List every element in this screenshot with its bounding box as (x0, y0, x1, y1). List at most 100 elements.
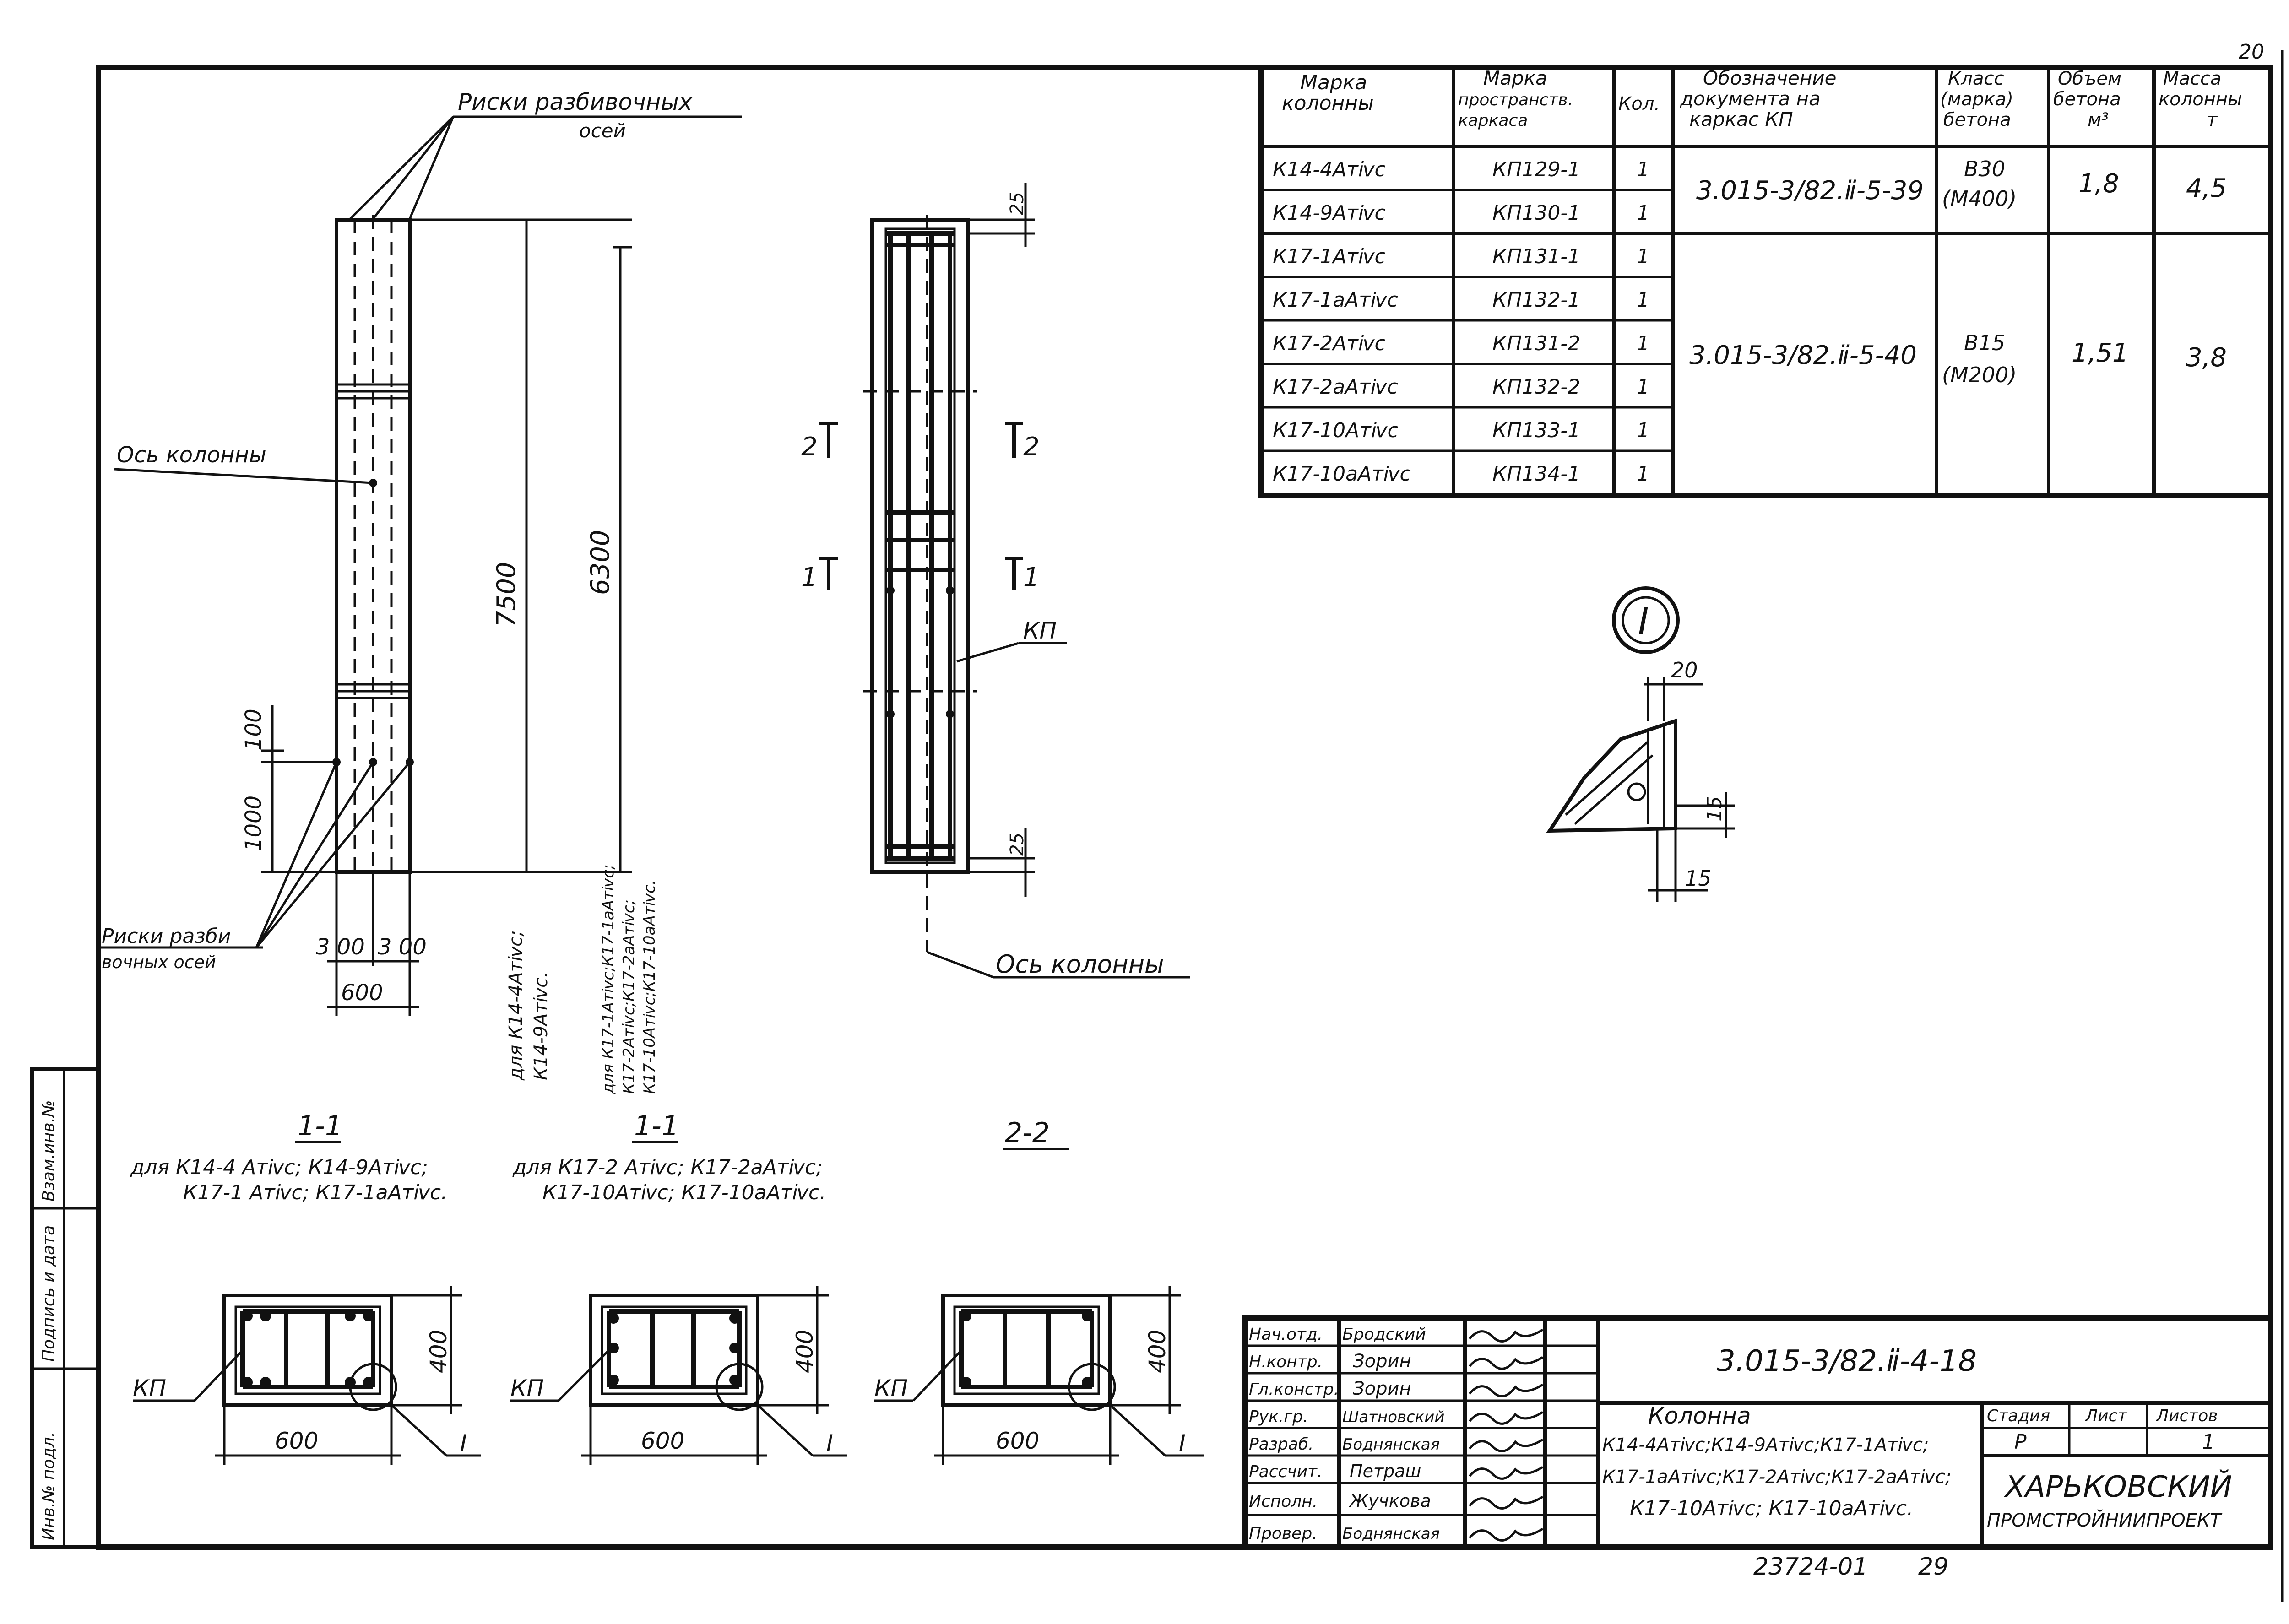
footer-page: 29 (1918, 1553, 1948, 1581)
th-doc-2: документа на (1680, 87, 1821, 110)
row-qty: 1 (1637, 332, 1649, 355)
tb-role: Рук.гр. (1249, 1407, 1308, 1426)
dim-1000: 1000 (241, 796, 266, 851)
marks-bottom-label-2: вочных осей (102, 952, 216, 972)
section3-h: 400 (1144, 1330, 1171, 1373)
tb-org-2: ПРОМСТРОЙНИИПРОЕКТ (1987, 1509, 2223, 1531)
tb-stage: Р (2014, 1430, 2027, 1454)
detail-dim-15-bottom: 15 (1685, 866, 1712, 891)
row-mark: К17-1аАтⅳс (1273, 288, 1398, 312)
row-qty: 1 (1637, 158, 1649, 181)
row-qty: 1 (1637, 245, 1649, 268)
dim-600: 600 (341, 980, 383, 1006)
th-class-1: Класс (1948, 68, 2004, 89)
row-mark: К17-10Атⅳс (1273, 419, 1399, 442)
section-1: КП 400 600 I (133, 1286, 481, 1465)
cage-view: 25 25 2 2 1 1 КП Ось колонны (801, 183, 1190, 979)
dim-300-left: 3 00 (316, 934, 365, 960)
sheet-frame (96, 65, 2273, 1550)
dim-25-top: 25 (1007, 192, 1028, 215)
th-class-2: (марка) (1940, 89, 2013, 110)
group2-doc: 3.015-3/82.ⅱ-5-40 (1689, 341, 1917, 370)
section1-h: 400 (425, 1330, 452, 1373)
th-doc-1: Обозначение (1703, 67, 1836, 89)
marks-top-label-1: Риски разбивочных (458, 89, 693, 115)
title-block: Нач.отд. Н.контр. Гл.констр. Рук.гр. Раз… (1242, 1315, 2273, 1550)
tb-name-4: К17-10Атⅳс; К17-10аАтⅳс. (1630, 1497, 1913, 1520)
th-volume-2: бетона (2053, 89, 2121, 110)
row-kp: КП130-1 (1492, 201, 1580, 225)
row-kp: КП132-2 (1492, 375, 1580, 399)
tb-name-3: К17-1аАтⅳс;К17-2Атⅳс;К17-2аАтⅳс; (1602, 1467, 1951, 1488)
tb-stage-label: Стадия (1987, 1407, 2050, 1425)
detail-marker (1612, 586, 1680, 654)
marks-top-label-2: осей (579, 119, 626, 142)
cut2-right: 2 (1023, 432, 1040, 462)
th-mark-2: колонны (1282, 92, 1374, 115)
cage-axis-label: Ось колонны (996, 950, 1164, 979)
th-mark-1: Марка (1300, 71, 1367, 94)
tb-sheets: 1 (2202, 1430, 2215, 1454)
detail-dim-20: 20 (1671, 658, 1698, 682)
section1-caption-2: К17-1 Атⅳс; К17-1аАтⅳс. (183, 1181, 447, 1204)
side-stamp-inv: Инв.№ подл. (39, 1432, 58, 1540)
tb-name: Зорин (1353, 1378, 1411, 1399)
tb-role: Гл.констр. (1249, 1380, 1339, 1399)
tb-name: Жучкова (1349, 1491, 1431, 1511)
cage-kp-label: КП (1023, 617, 1057, 644)
th-class-3: бетона (1943, 109, 2011, 130)
tb-role: Разраб. (1249, 1435, 1313, 1454)
tb-role: Исполн. (1249, 1492, 1318, 1511)
row-kp: КП134-1 (1492, 462, 1580, 486)
section-titles: 1-1 для К14-4 Атⅳс; К14-9Атⅳс; К17-1 Атⅳ… (130, 1110, 1069, 1204)
tb-name: Петраш (1350, 1461, 1421, 1481)
tb-name-2: К14-4Атⅳс;К14-9Атⅳс;К17-1Атⅳс; (1602, 1435, 1929, 1456)
detail-marker-label: I (1638, 600, 1649, 643)
section2-caption-2: К17-10Атⅳс; К17-10аАтⅳс. (542, 1181, 826, 1204)
section1-marker: I (460, 1430, 467, 1456)
axis-label: Ось колонны (117, 442, 266, 468)
dim-7500: 7500 (492, 562, 521, 627)
tb-name: Шатновский (1342, 1408, 1445, 1426)
tb-name: Бродский (1342, 1325, 1426, 1344)
row-mark: К14-9Атⅳс (1273, 201, 1386, 225)
marks-bottom-label-1: Риски разби (102, 925, 231, 948)
th-mass-1: Масса (2163, 68, 2222, 89)
th-volume-1: Объем (2058, 68, 2121, 89)
tb-name: Боднянская (1342, 1435, 1440, 1454)
corner-number: 20 (2239, 40, 2264, 64)
dim-25-bottom: 25 (1007, 833, 1028, 856)
group2-class-1: В15 (1964, 330, 2005, 355)
row-mark: К17-10аАтⅳс (1273, 462, 1411, 486)
section3-title: 2-2 (1005, 1117, 1050, 1149)
section2-h: 400 (792, 1330, 818, 1373)
group1-volume: 1,8 (2078, 169, 2119, 199)
group2-volume: 1,51 (2072, 338, 2129, 368)
side-stamp-replace: Взам.инв.№ (39, 1100, 58, 1202)
section2-w: 600 (641, 1428, 684, 1454)
row-kp: КП133-1 (1492, 419, 1580, 442)
section-3: КП 400 600 I (874, 1286, 1204, 1465)
group1-class-2: (М400) (1942, 186, 2017, 211)
note-6300-b: К17-2Атⅳс;К17-2аАтⅳс; (620, 899, 638, 1094)
tb-role: Провер. (1249, 1524, 1318, 1543)
row-mark: К17-1Атⅳс (1273, 245, 1386, 268)
row-qty: 1 (1637, 201, 1649, 225)
row-mark: К17-2Атⅳс (1273, 332, 1386, 355)
section1-title: 1-1 (298, 1110, 342, 1142)
th-volume-3: м³ (2088, 109, 2109, 130)
section2-title: 1-1 (634, 1110, 679, 1142)
th-mass-2: колонны (2159, 89, 2242, 110)
tb-name: Боднянская (1342, 1525, 1440, 1543)
th-qty: Кол. (1618, 93, 1660, 114)
section-2: КП 400 600 I (510, 1286, 847, 1465)
th-kp-3: каркаса (1458, 111, 1528, 130)
group2-class-2: (М200) (1942, 363, 2017, 387)
note-7500: для К14-4Атⅳс; (505, 930, 526, 1081)
spec-table: Марка колонны Марка пространств. каркаса… (1258, 65, 2273, 498)
cut1-left: 1 (801, 563, 818, 592)
column-elevation: Риски разбивочных осей Ось колонны Риски… (101, 89, 742, 1094)
row-qty: 1 (1637, 419, 1649, 442)
section3-marker: I (1179, 1430, 1186, 1456)
